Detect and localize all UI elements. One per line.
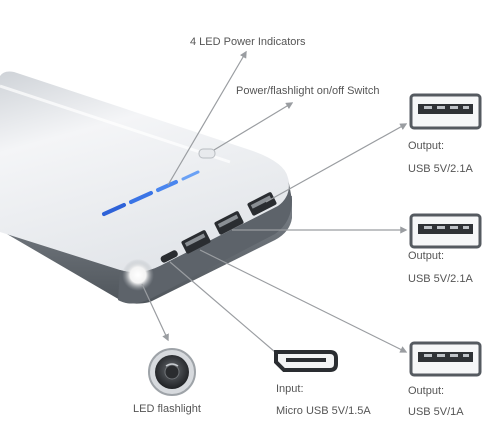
micro-usb-input-icon bbox=[274, 350, 338, 372]
label-power-switch: Power/flashlight on/off Switch bbox=[236, 85, 380, 97]
power-bank-front-face bbox=[118, 178, 292, 304]
label-output-1-title: Output: bbox=[408, 140, 445, 152]
power-bank bbox=[0, 71, 292, 304]
arrow-output-3 bbox=[199, 249, 408, 353]
label-output-3-title: Output: bbox=[408, 385, 445, 397]
usb-port-2 bbox=[214, 211, 244, 235]
usb-port-1 bbox=[181, 230, 211, 254]
label-led-indicators: 4 LED Power Indicators bbox=[190, 36, 306, 48]
arrow-switch bbox=[213, 102, 294, 151]
label-output-2-title: Output: bbox=[408, 250, 445, 262]
power-bank-highlight bbox=[0, 84, 231, 164]
label-flashlight: LED flashlight bbox=[133, 403, 201, 415]
flashlight-glow bbox=[122, 259, 154, 291]
arrow-led bbox=[167, 50, 247, 186]
flashlight-lens-icon bbox=[148, 348, 196, 396]
arrow-flashlight bbox=[141, 283, 169, 342]
usb-a-output-1-icon bbox=[409, 93, 482, 130]
usb-a-output-2-icon bbox=[409, 213, 482, 249]
power-switch-button bbox=[198, 148, 216, 159]
label-output-3-spec: USB 5V/1A bbox=[408, 406, 464, 418]
label-output-1-spec: USB 5V/2.1A bbox=[408, 163, 473, 175]
leader-lines bbox=[141, 50, 408, 359]
arrow-input bbox=[169, 261, 284, 359]
usb-port-3 bbox=[247, 192, 277, 216]
label-input-spec: Micro USB 5V/1.5A bbox=[276, 405, 371, 417]
label-input-title: Input: bbox=[276, 383, 304, 395]
usb-a-output-3-icon bbox=[409, 341, 482, 377]
micro-usb-port bbox=[160, 250, 178, 263]
arrow-output-1 bbox=[265, 123, 408, 203]
label-output-2-spec: USB 5V/2.1A bbox=[408, 273, 473, 285]
led-indicator-bar bbox=[102, 170, 200, 216]
